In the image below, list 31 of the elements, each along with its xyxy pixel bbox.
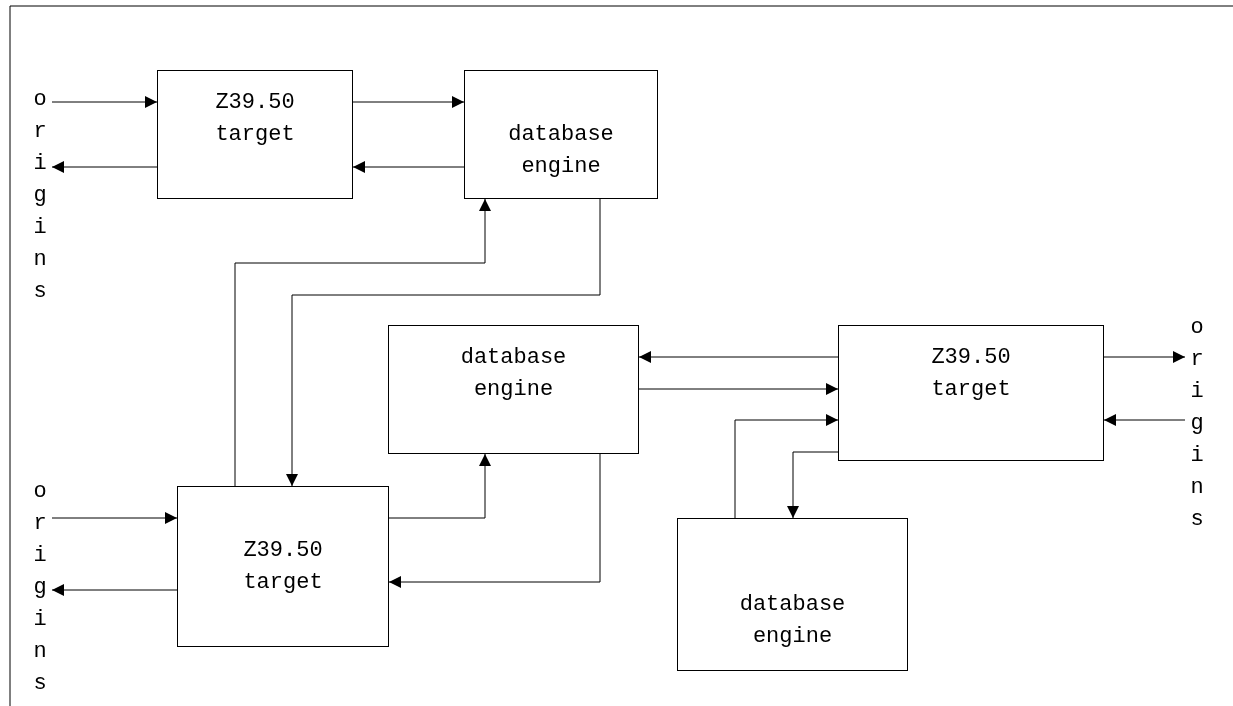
arrow — [1103, 351, 1186, 363]
arrow — [51, 584, 178, 596]
arrow — [51, 96, 158, 108]
arrow — [638, 383, 839, 395]
arrow — [352, 96, 465, 108]
arrow — [734, 414, 839, 519]
process-box — [177, 486, 389, 647]
arrow — [234, 198, 491, 487]
arrow — [787, 451, 839, 519]
process-box — [677, 518, 908, 671]
vertical-label: origins — [32, 478, 48, 698]
process-box — [157, 70, 353, 199]
arrow — [286, 198, 601, 487]
arrow — [388, 453, 491, 519]
arrow — [388, 453, 601, 588]
box-label: Z39.50 target — [242, 537, 324, 597]
box-label: Z39.50 target — [930, 344, 1012, 404]
box-label: Z39.50 target — [214, 89, 296, 149]
process-box — [838, 325, 1104, 461]
box-label: database engine — [459, 344, 568, 404]
arrow — [352, 161, 465, 173]
arrow — [51, 161, 158, 173]
arrow — [51, 512, 178, 524]
box-label: database engine — [507, 121, 615, 181]
process-box — [464, 70, 658, 199]
box-label: database engine — [738, 591, 847, 651]
process-box — [388, 325, 639, 454]
arrow — [1103, 414, 1186, 426]
vertical-label: origins — [32, 86, 48, 306]
vertical-label: origins — [1189, 314, 1205, 534]
arrow — [638, 351, 839, 363]
